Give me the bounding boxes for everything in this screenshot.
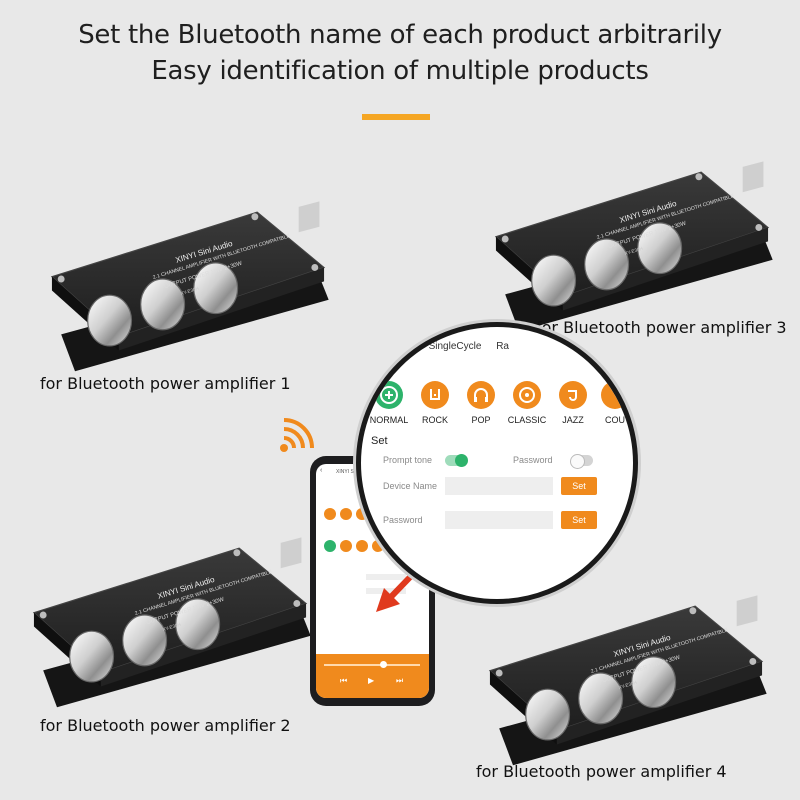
eq-mode-classic[interactable]: CLASSIC [505,381,549,425]
eq-mode-jazz[interactable]: JAZZ [551,381,595,425]
prompt-tone-toggle[interactable] [445,454,468,467]
previous-track-icon[interactable]: ⏮ [340,676,348,685]
device-name-input[interactable] [445,477,553,495]
set-device-name-button[interactable]: Set [561,477,597,495]
eq-mode-normal[interactable]: NORMAL [367,381,411,425]
eq-mode-label: CLASSIC [507,415,547,425]
caption-amplifier-2: for Bluetooth power amplifier 2 [40,716,291,735]
device-name-label: Device Name [383,481,438,491]
back-arrow-icon[interactable]: ‹ [320,467,323,474]
progress-slider[interactable] [324,664,420,666]
next-track-icon[interactable]: ⏭ [396,676,404,685]
amp-model-label: XY-E30H [162,622,181,632]
amplifier-board-1: XINYI Sini Audio 2.1 CHANNEL AMPLIFIER W… [38,196,338,392]
mini-eq-rock-icon[interactable] [340,540,352,552]
music-player-bar: ⏮ ▶ ⏭ [316,654,429,698]
magnified-app-view: ngleHead SingleCycle Ra NORMAL ROCK [356,322,638,604]
country-icon [601,381,629,409]
amplifier-board-4: XINYI Sini Audio 2.1 CHANNEL AMPLIFIER W… [476,590,776,786]
password-label: Password [383,515,423,525]
password-input[interactable] [445,511,553,529]
headline-line-1: Set the Bluetooth name of each product a… [78,20,722,50]
eq-mode-label: COU [605,415,625,425]
prompt-tone-label: Prompt tone [383,455,433,465]
progress-slider-thumb[interactable] [380,661,387,668]
plus-icon [375,381,403,409]
mini-eq-normal-icon[interactable] [324,540,336,552]
eq-mode-label: POP [471,415,491,425]
amp-model-label: XY-E30H [624,246,643,256]
headline-line-2: Easy identification of multiple products [151,56,649,86]
mini-mode-icon[interactable] [340,508,352,520]
password-toggle-label: Password [513,455,553,465]
tab-single-cycle[interactable]: SingleCycle [428,341,482,352]
eq-mode-row: NORMAL ROCK POP CLASSIC [367,381,629,441]
accent-divider [362,114,430,120]
mini-eq-pop-icon[interactable] [356,540,368,552]
set-password-button[interactable]: Set [561,511,597,529]
eq-mode-country[interactable]: COU [593,381,633,425]
eq-mode-label: JAZZ [562,415,584,425]
mini-mode-icon[interactable] [324,508,336,520]
eq-mode-pop[interactable]: POP [459,381,503,425]
eq-mode-label: NORMAL [369,415,409,425]
tab-single-head[interactable]: ngleHead [371,341,414,352]
caption-amplifier-4: for Bluetooth power amplifier 4 [476,762,727,781]
password-toggle[interactable] [570,454,593,469]
phone-screen-title: XINYI Sini Audio [336,469,373,475]
rock-hand-icon [421,381,449,409]
wireless-signal-icon [280,418,314,452]
amplifier-board-2: XINYI Sini Audio 2.1 CHANNEL AMPLIFIER W… [20,532,320,728]
amp-model-label: XY-E30H [618,680,637,690]
headphones-icon [467,381,495,409]
play-icon[interactable]: ▶ [368,676,375,685]
saxophone-icon [559,381,587,409]
eq-mode-label: ROCK [421,415,448,425]
amp-model-label: XY-E30H [180,286,199,296]
tab-random[interactable]: Ra [496,341,509,352]
caption-amplifier-3: for Bluetooth power amplifier 3 [536,318,787,337]
amplifier-board-3: XINYI Sini Audio 2.1 CHANNEL AMPLIFIER W… [482,156,782,352]
eq-mode-rock[interactable]: ROCK [413,381,457,425]
mini-device-name-field[interactable] [366,574,406,580]
caption-amplifier-1: for Bluetooth power amplifier 1 [40,374,291,393]
music-note-icon [513,381,541,409]
settings-section-title: Set [371,435,388,447]
playback-mode-tabs: ngleHead SingleCycle Ra [371,341,521,352]
